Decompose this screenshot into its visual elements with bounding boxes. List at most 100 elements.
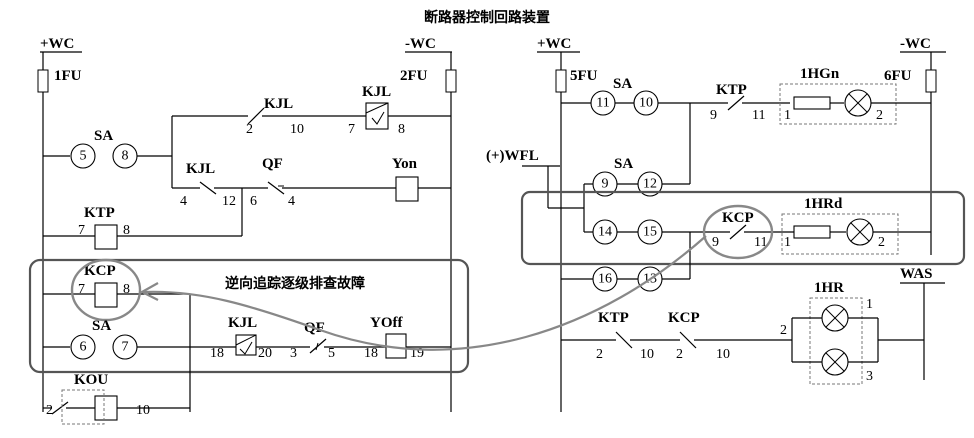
kou-label: KOU [74,372,108,388]
fuse-6fu-symbol [925,69,937,93]
fuse-1fu-symbol [37,69,49,93]
kjl-top-pin-10: 10 [290,122,304,137]
yoff-coil-label: YOff [370,315,403,331]
kcp-right-pin-9: 9 [712,235,719,250]
kou-pin-10: 10 [136,403,150,418]
kjl-mid-contact-blade [199,181,217,195]
hrd-pin-2: 2 [878,235,885,250]
ktp-right-pin-11: 11 [752,108,765,123]
ktp-left-pin-7: 7 [78,223,85,238]
hgn-resistor [793,96,831,110]
hrd-pin-1: 1 [784,235,791,250]
ktp-coil-left [94,224,118,250]
kcp-right-label: KCP [722,210,754,226]
red-lamp-group-box [520,190,966,266]
kjl-top-coil-pin-7: 7 [348,122,355,137]
bus-label-flash: (+)WFL [486,148,539,164]
qf-bottom-contact-blade [309,338,327,354]
trace-arrowhead-icon [139,282,159,301]
hgn-pin-2: 2 [876,108,883,123]
sa-terminal-15-label: 15 [643,225,657,240]
bus-label-neg-right: -WC [900,36,931,52]
kjl-top-coil [365,102,389,130]
sa-terminal-16-label: 16 [598,272,612,287]
sa-label-right-top: SA [613,76,632,92]
fuse-2fu-symbol [445,69,457,93]
yoff-pin-18: 18 [364,346,378,361]
kcp-coil-left [94,282,118,308]
hrd-lamp-cross-b [850,222,870,242]
kjl-top-contact-label: KJL [264,96,293,112]
hr-lamp1-cross-b [825,308,845,328]
ktp-right-contact-blade [727,95,745,111]
fuse-2fu-label: 2FU [400,68,428,84]
kjl-bottom-check-icon [239,341,253,355]
hrd-label: 1HRd [804,196,843,212]
ktp-bottom-contact-blade [615,331,633,349]
sa-terminal-8-label: 8 [122,149,129,164]
qf-top-contact-blade [267,181,285,195]
hrd-resistor [793,225,831,239]
kou-element [94,395,118,421]
sa-terminal-6-label: 6 [80,340,87,355]
trace-arrow-path [143,235,707,351]
hr-pin-3: 3 [866,369,873,384]
kjl-top-coil-label: KJL [362,84,391,100]
bus-label-pos-left: +WC [40,36,74,52]
kou-dashed-box [61,389,105,425]
kcp-bottom-pin-2: 2 [676,347,683,362]
kjl-bottom-pin-20: 20 [258,346,272,361]
sa-terminal-5 [70,143,96,169]
kcp-bottom-contact-blade [679,331,697,349]
sa-terminal-9-label: 9 [602,177,609,192]
ktp-left-pin-8: 8 [123,223,130,238]
sa-terminal-10-label: 10 [639,96,653,111]
sa-terminal-11-label: 11 [596,96,609,111]
kjl-top-pin-2: 2 [246,122,253,137]
hgn-dashed-box [779,83,897,125]
kou-pin-2: 2 [46,403,53,418]
hr-pin-1: 1 [866,297,873,312]
bus-label-alarm: WAS [900,266,933,282]
kjl-top-coil-check-icon [371,111,385,125]
ktp-right-label: KTP [716,82,747,98]
sa-terminal-14-label: 14 [598,225,612,240]
kjl-mid-contact-label: KJL [186,161,215,177]
diagram-title: 断路器控制回路装置 [424,9,550,26]
ktp-bottom-pin-10: 10 [640,347,654,362]
kcp-left-pin-7: 7 [78,282,85,297]
qf-bottom-pin-3: 3 [290,346,297,361]
fuse-1fu-label: 1FU [54,68,82,84]
hgn-label: 1HGn [800,66,840,82]
yon-coil [395,176,419,202]
qf-bottom-contact-tick [315,342,319,351]
ktp-bottom-label: KTP [598,310,629,326]
kjl-bottom-pin-18: 18 [210,346,224,361]
kcp-right-contact-blade [729,224,747,240]
hgn-pin-1: 1 [784,108,791,123]
ktp-right-pin-9: 9 [710,108,717,123]
kcp-highlight-oval [70,258,142,322]
fuse-5fu-symbol [555,69,567,93]
kcp-right-pin-11: 11 [754,235,767,250]
sa-label-top: SA [94,128,113,144]
hgn-lamp-cross-b [848,93,868,113]
sa-terminal-7-label: 7 [122,340,129,355]
sa-label-right-mid: SA [614,156,633,172]
kjl-mid-pin-4: 4 [180,194,187,209]
kcp-left-pin-8: 8 [123,282,130,297]
sa-label-bottom: SA [92,318,111,334]
hr-dashed-box [809,297,863,385]
kjl-top-contact-blade [247,107,265,125]
kou-contact-blade [51,401,69,415]
kcp-bottom-pin-10: 10 [716,347,730,362]
qf-top-pin-6: 6 [250,194,257,209]
kcp-bottom-label: KCP [668,310,700,326]
trip-circuit-group-box [28,258,470,374]
hrd-dashed-box [781,213,899,255]
hr-pin-2: 2 [780,323,787,338]
kcp-coil-left-label: KCP [84,263,116,279]
sa-terminal-12-label: 12 [643,177,657,192]
yon-coil-label: Yon [392,156,418,172]
